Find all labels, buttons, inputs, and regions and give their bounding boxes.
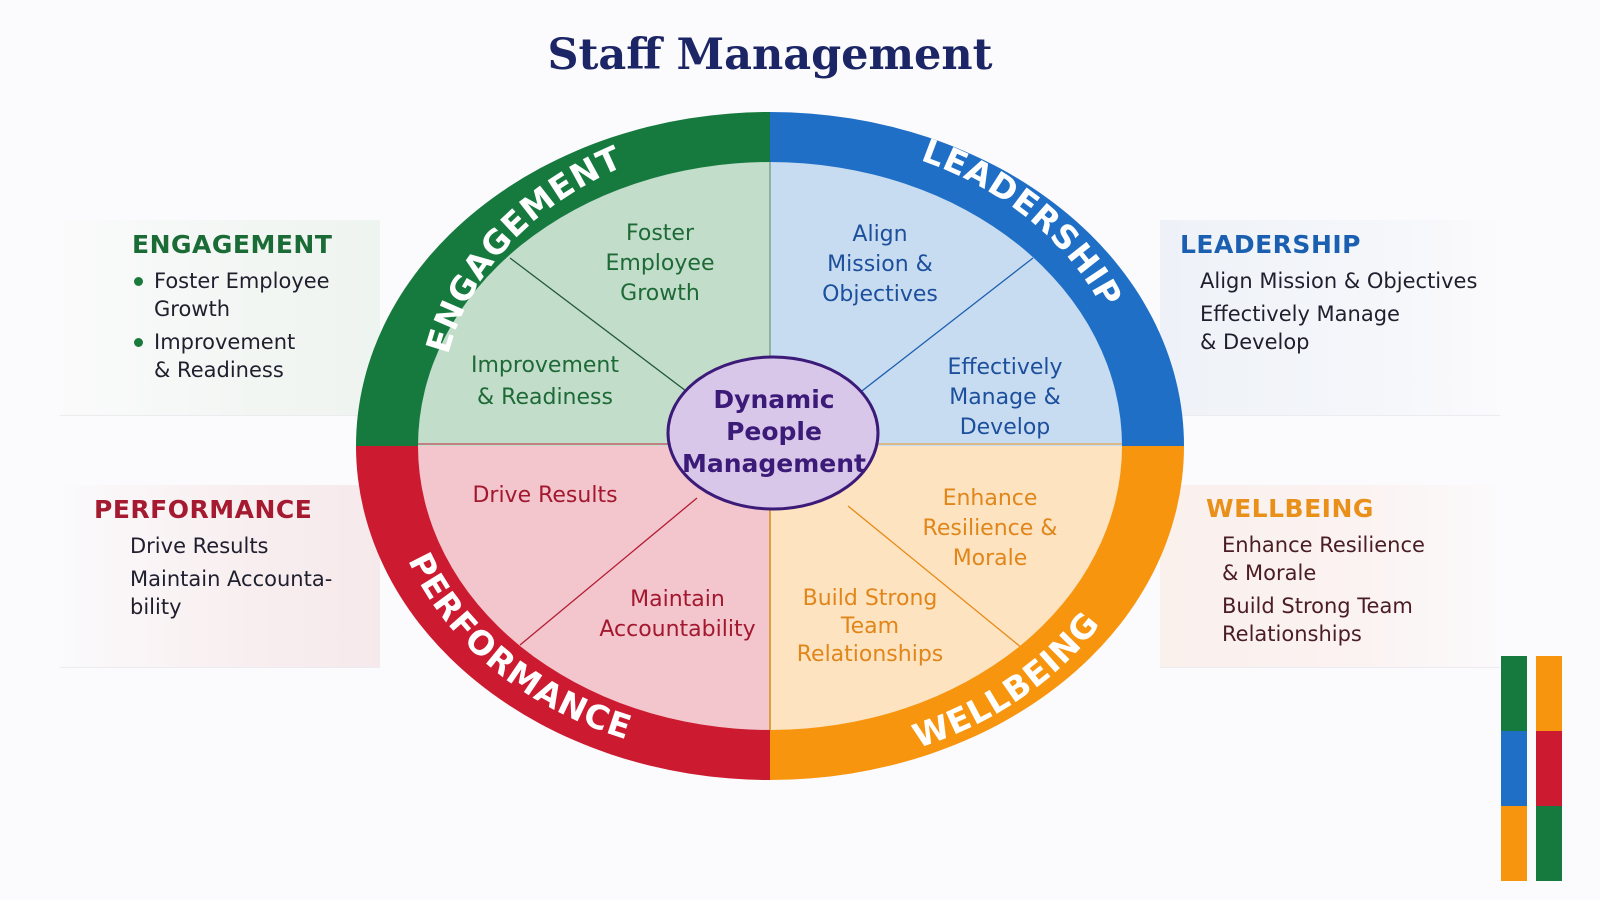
bullet-item: Enhance Resilience& Morale — [1222, 533, 1425, 585]
segment-effectively-manage: Effectively Manage & Develop — [925, 353, 1085, 443]
segment-line: Enhance — [942, 486, 1038, 511]
segment-build-strong-team: Build Strong Team Relationships — [780, 585, 960, 669]
segment-align-mission: Align Mission & Objectives — [800, 220, 960, 310]
segment-line: Relationships — [796, 642, 944, 667]
leadership-panel-background — [1160, 220, 1500, 416]
segment-line: Foster — [626, 221, 694, 246]
segment-line: Effectively — [947, 355, 1063, 380]
segment-maintain-accountability: Maintain Accountability — [585, 585, 770, 645]
segment-line: Accountability — [599, 617, 756, 642]
engagement-panel-background — [60, 220, 380, 416]
wellbeing-bullets: Enhance Resilience& Morale Build Strong … — [1200, 531, 1480, 648]
center-label: Dynamic People Management — [668, 384, 880, 480]
segment-improvement-readiness: Improvement & Readiness — [455, 350, 635, 414]
wellbeing-panel-background — [1160, 485, 1500, 668]
bullet-dot-icon — [134, 277, 143, 286]
wellbeing-heading: WELLBEING — [1206, 494, 1374, 523]
segment-line: & Readiness — [477, 385, 613, 410]
accent-bar-right — [1536, 656, 1562, 881]
accent-bar-left — [1501, 656, 1527, 881]
segment-line: Improvement — [471, 353, 619, 378]
segment-line: Build Strong — [802, 586, 938, 611]
leadership-side-panel: LEADERSHIP Align Mission & Objectives Ef… — [1180, 230, 1540, 361]
segment-foster-employee-growth: Foster Employee Growth — [575, 219, 745, 309]
bullet-item: Improvement& Readiness — [132, 328, 372, 384]
bullet-item: Align Mission & Objectives — [1200, 269, 1478, 293]
leadership-heading: LEADERSHIP — [1180, 230, 1361, 259]
segment-line: Maintain — [630, 587, 725, 612]
segment-enhance-resilience: Enhance Resilience & Morale — [905, 484, 1075, 574]
segment-drive-results: Drive Results — [455, 481, 635, 511]
segment-line: Objectives — [822, 282, 938, 307]
performance-side-panel: PERFORMANCE Drive Results Maintain Accou… — [94, 495, 364, 626]
performance-bullets: Drive Results Maintain Accounta-bility — [94, 532, 364, 621]
segment-line: Drive Results — [472, 483, 618, 508]
segment-line: Growth — [620, 281, 700, 306]
bullet-item: Maintain Accounta-bility — [130, 567, 333, 619]
segment-line: Manage & — [949, 385, 1061, 410]
performance-panel-background — [60, 485, 380, 668]
segment-line: Morale — [952, 546, 1028, 571]
segment-line: Mission & — [827, 252, 933, 277]
center-line: Dynamic — [713, 385, 835, 414]
engagement-heading: ENGAGEMENT — [132, 230, 333, 259]
segment-line: Resilience & — [922, 516, 1058, 541]
segment-line: Develop — [959, 415, 1051, 440]
bullet-dot-icon — [134, 338, 143, 347]
segment-line: Team — [840, 614, 900, 639]
leadership-bullets: Align Mission & Objectives Effectively M… — [1180, 267, 1540, 356]
segment-line: Employee — [605, 251, 715, 276]
center-hub — [666, 355, 880, 511]
page-title: Staff Management — [547, 30, 993, 80]
center-line: People — [726, 417, 822, 446]
bullet-item: Effectively Manage& Develop — [1200, 302, 1400, 354]
segment-line: Align — [852, 222, 908, 247]
performance-heading: PERFORMANCE — [94, 495, 313, 524]
wellbeing-side-panel: WELLBEING Enhance Resilience& Morale Bui… — [1200, 494, 1480, 653]
center-line: Management — [681, 449, 867, 478]
bullet-item: Drive Results — [130, 534, 269, 558]
